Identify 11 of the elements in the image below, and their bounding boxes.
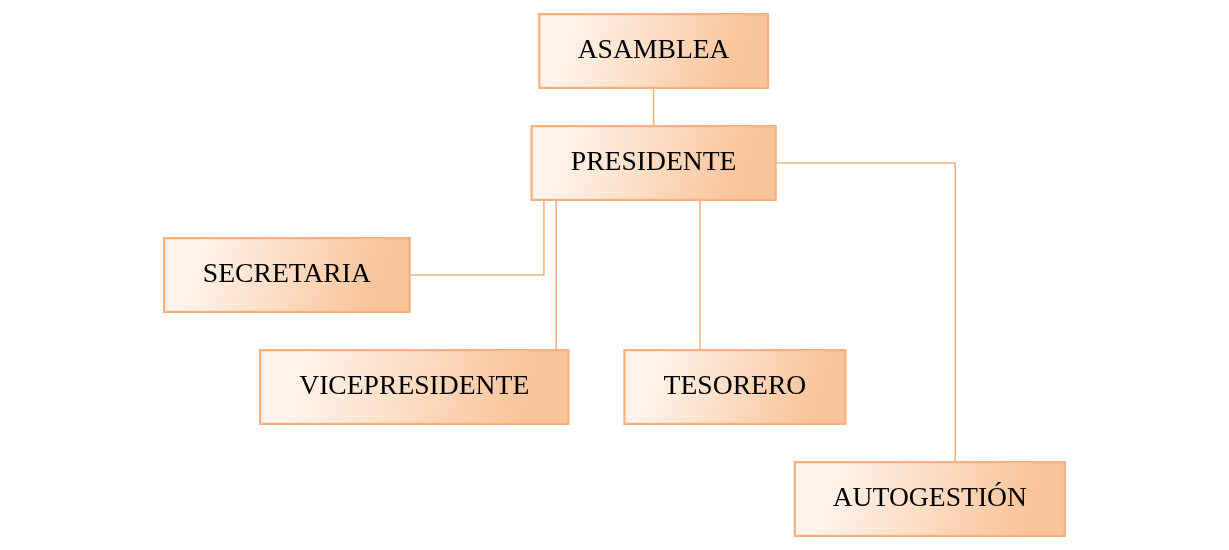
node-box: PRESIDENTE — [530, 125, 777, 201]
connector — [699, 199, 701, 351]
node-box: SECRETARIA — [163, 237, 411, 313]
node-box: TESORERO — [623, 349, 847, 425]
connector — [409, 199, 545, 276]
connector — [775, 162, 956, 463]
connector — [555, 199, 557, 351]
node-box: VICEPRESIDENTE — [258, 349, 570, 425]
connector — [652, 87, 655, 127]
node-box: AUTOGESTIÓN — [793, 461, 1066, 537]
node-box: ASAMBLEA — [538, 13, 770, 89]
